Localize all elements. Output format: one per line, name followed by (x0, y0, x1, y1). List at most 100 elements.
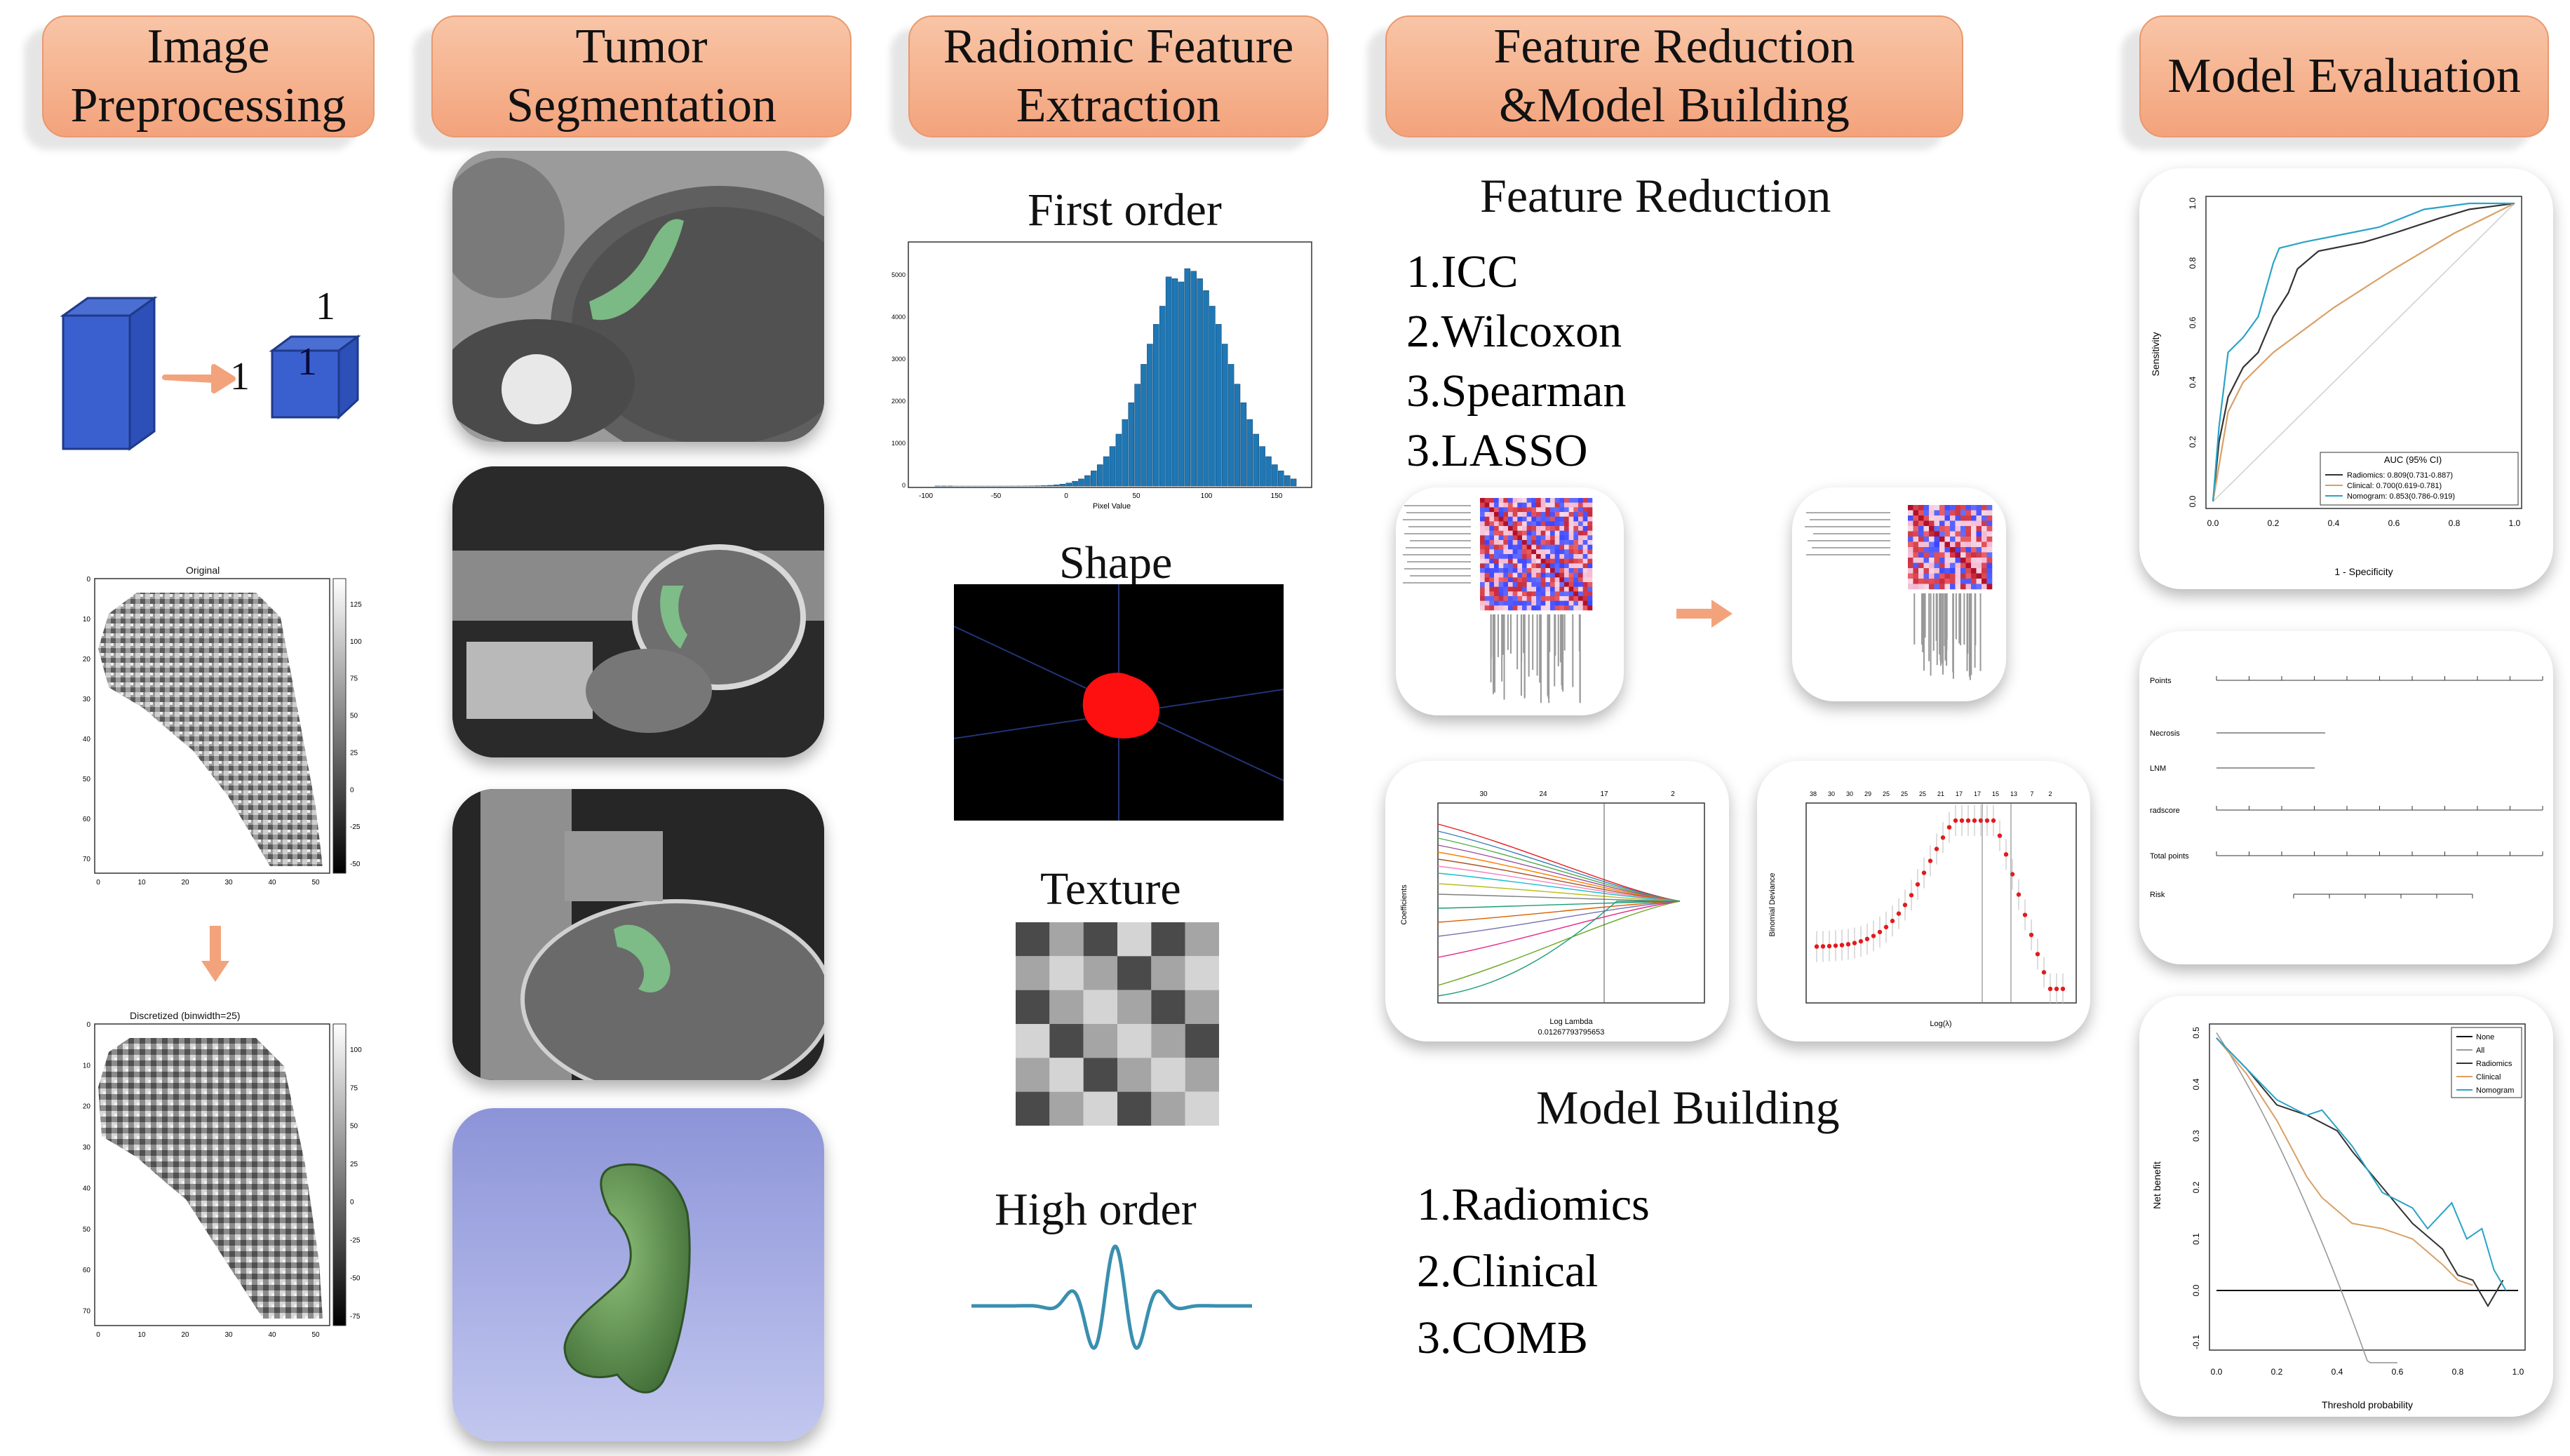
heatmap-cell (1512, 568, 1518, 573)
colorbar-tick: 100 (350, 638, 362, 646)
heatmap-col-label (1490, 614, 1492, 659)
heatmap-cell (1526, 549, 1532, 555)
heatmap-cell (1494, 568, 1499, 573)
heatmap-cell (1955, 579, 1961, 584)
slice-x-tick: 40 (268, 879, 276, 887)
heatmap-cell (1982, 558, 1987, 563)
heatmap-cell (1908, 579, 1913, 584)
heatmap-cell (1480, 591, 1485, 597)
lasso-cv-top-tick: 29 (1864, 790, 1871, 797)
header-line-1: Feature Reduction (1493, 20, 1855, 74)
heatmap-cell (1568, 563, 1574, 569)
heatmap-cell (1564, 521, 1569, 527)
header-line-2: Extraction (1016, 79, 1221, 133)
heatmap-cell (1939, 520, 1945, 527)
heatmap-cell (1929, 579, 1935, 584)
texture-cell (1016, 922, 1050, 957)
heatmap-cell (1494, 512, 1499, 517)
heatmap-cell (1573, 507, 1579, 513)
heatmap-cell (1923, 515, 1930, 521)
heatmap-cell (1550, 521, 1555, 527)
lasso-cv-ylabel: Binomial Deviance (1768, 872, 1777, 936)
heatmap-cell (1545, 554, 1551, 559)
histogram-x-tick: 150 (1271, 492, 1283, 500)
heatmap-cell (1587, 577, 1593, 583)
heatmap-cell (1498, 521, 1504, 527)
heatmap-cell (1489, 558, 1495, 564)
heatmap-cell (1568, 516, 1574, 522)
heatmap-cell (1965, 579, 1972, 584)
small-voxel-cube-front (271, 349, 340, 419)
heatmap-cell (1934, 515, 1940, 521)
heatmap-cell (1564, 526, 1569, 531)
heatmap-cell (1929, 537, 1935, 542)
heatmap-cell (1976, 526, 1982, 532)
heatmap-cell (1550, 572, 1555, 578)
cv-point (1934, 847, 1939, 851)
dca-legend-label: Radiomics (2476, 1060, 2512, 1068)
heatmap-cell (1918, 537, 1924, 542)
heatmap-cell (1965, 562, 1972, 569)
histogram-bar (1128, 402, 1134, 487)
heatmap-cell (1526, 596, 1532, 601)
heatmap-cell (1503, 540, 1509, 545)
heatmap-cell (1929, 562, 1935, 569)
heatmap-cell (1508, 572, 1513, 578)
heatmap-cell (1573, 521, 1579, 527)
heatmap-cell (1489, 502, 1495, 508)
cv-point (1852, 941, 1857, 945)
heatmap-cell (1540, 530, 1546, 536)
heatmap-cell (1512, 558, 1518, 564)
heatmap-cell (1982, 515, 1987, 521)
heatmap-cell (1582, 502, 1588, 508)
heatmap-cell (1522, 544, 1527, 550)
slice-x-tick: 30 (224, 1331, 233, 1339)
heatmap-cell (1484, 572, 1490, 578)
lasso-cv-top-tick: 17 (1956, 790, 1963, 797)
model-building-title: Model Building (1536, 1081, 1840, 1134)
lasso-coefficient-plot: Coefficients Log Lambda 0.01267793795653… (1385, 761, 1729, 1042)
cv-point (2016, 892, 2021, 897)
heatmap-cell (1545, 582, 1551, 587)
heatmap-cell (1950, 547, 1956, 553)
large-voxel-cube-front (62, 314, 131, 450)
heatmap-cell (1512, 586, 1518, 592)
heatmap-col-label (1928, 593, 1930, 661)
heatmap-cell (1568, 568, 1574, 573)
histogram-bar (1221, 344, 1228, 487)
heatmap-cell (1568, 572, 1574, 578)
tumor-mask-axial (589, 219, 684, 321)
heatmap-cell (1522, 516, 1527, 522)
heatmap-cell (1526, 568, 1532, 573)
heatmap-cell (1955, 562, 1961, 569)
texture-cell (1117, 1024, 1152, 1058)
heatmap-cell (1950, 541, 1956, 548)
heatmap-cell (1982, 568, 1987, 574)
heatmap-cell (1531, 605, 1537, 611)
heatmap-col-label (1507, 614, 1509, 650)
heatmap-cell (1531, 554, 1537, 559)
heatmap-cell (1559, 582, 1565, 587)
lasso-cv-top-tick: 21 (1937, 790, 1944, 797)
slice-x-tick: 0 (96, 879, 100, 887)
heatmap-cell (1554, 568, 1560, 573)
heatmap-cell (1484, 582, 1490, 587)
heatmap-cell (1498, 605, 1504, 611)
heatmap-cell (1578, 586, 1583, 592)
heatmap-cell (1480, 521, 1485, 527)
heatmap-cell (1564, 535, 1569, 541)
heatmap-cell (1517, 512, 1523, 517)
nomogram-row-label: radscore (2150, 807, 2180, 815)
colorbar-tick: 0 (350, 1199, 354, 1206)
heatmap-cell (1950, 568, 1956, 574)
heatmap-cell (1923, 541, 1930, 548)
heatmap-cell (1508, 544, 1513, 550)
header-line-1: Tumor (575, 20, 708, 74)
heatmap-cell (1578, 568, 1583, 573)
cv-point (1820, 944, 1826, 949)
heatmap-cell (1939, 510, 1945, 516)
heatmap-cell (1536, 591, 1541, 597)
discretized-colorbar (332, 1023, 347, 1326)
heatmap-cell (1960, 579, 1966, 584)
heatmap-cell (1517, 605, 1523, 611)
